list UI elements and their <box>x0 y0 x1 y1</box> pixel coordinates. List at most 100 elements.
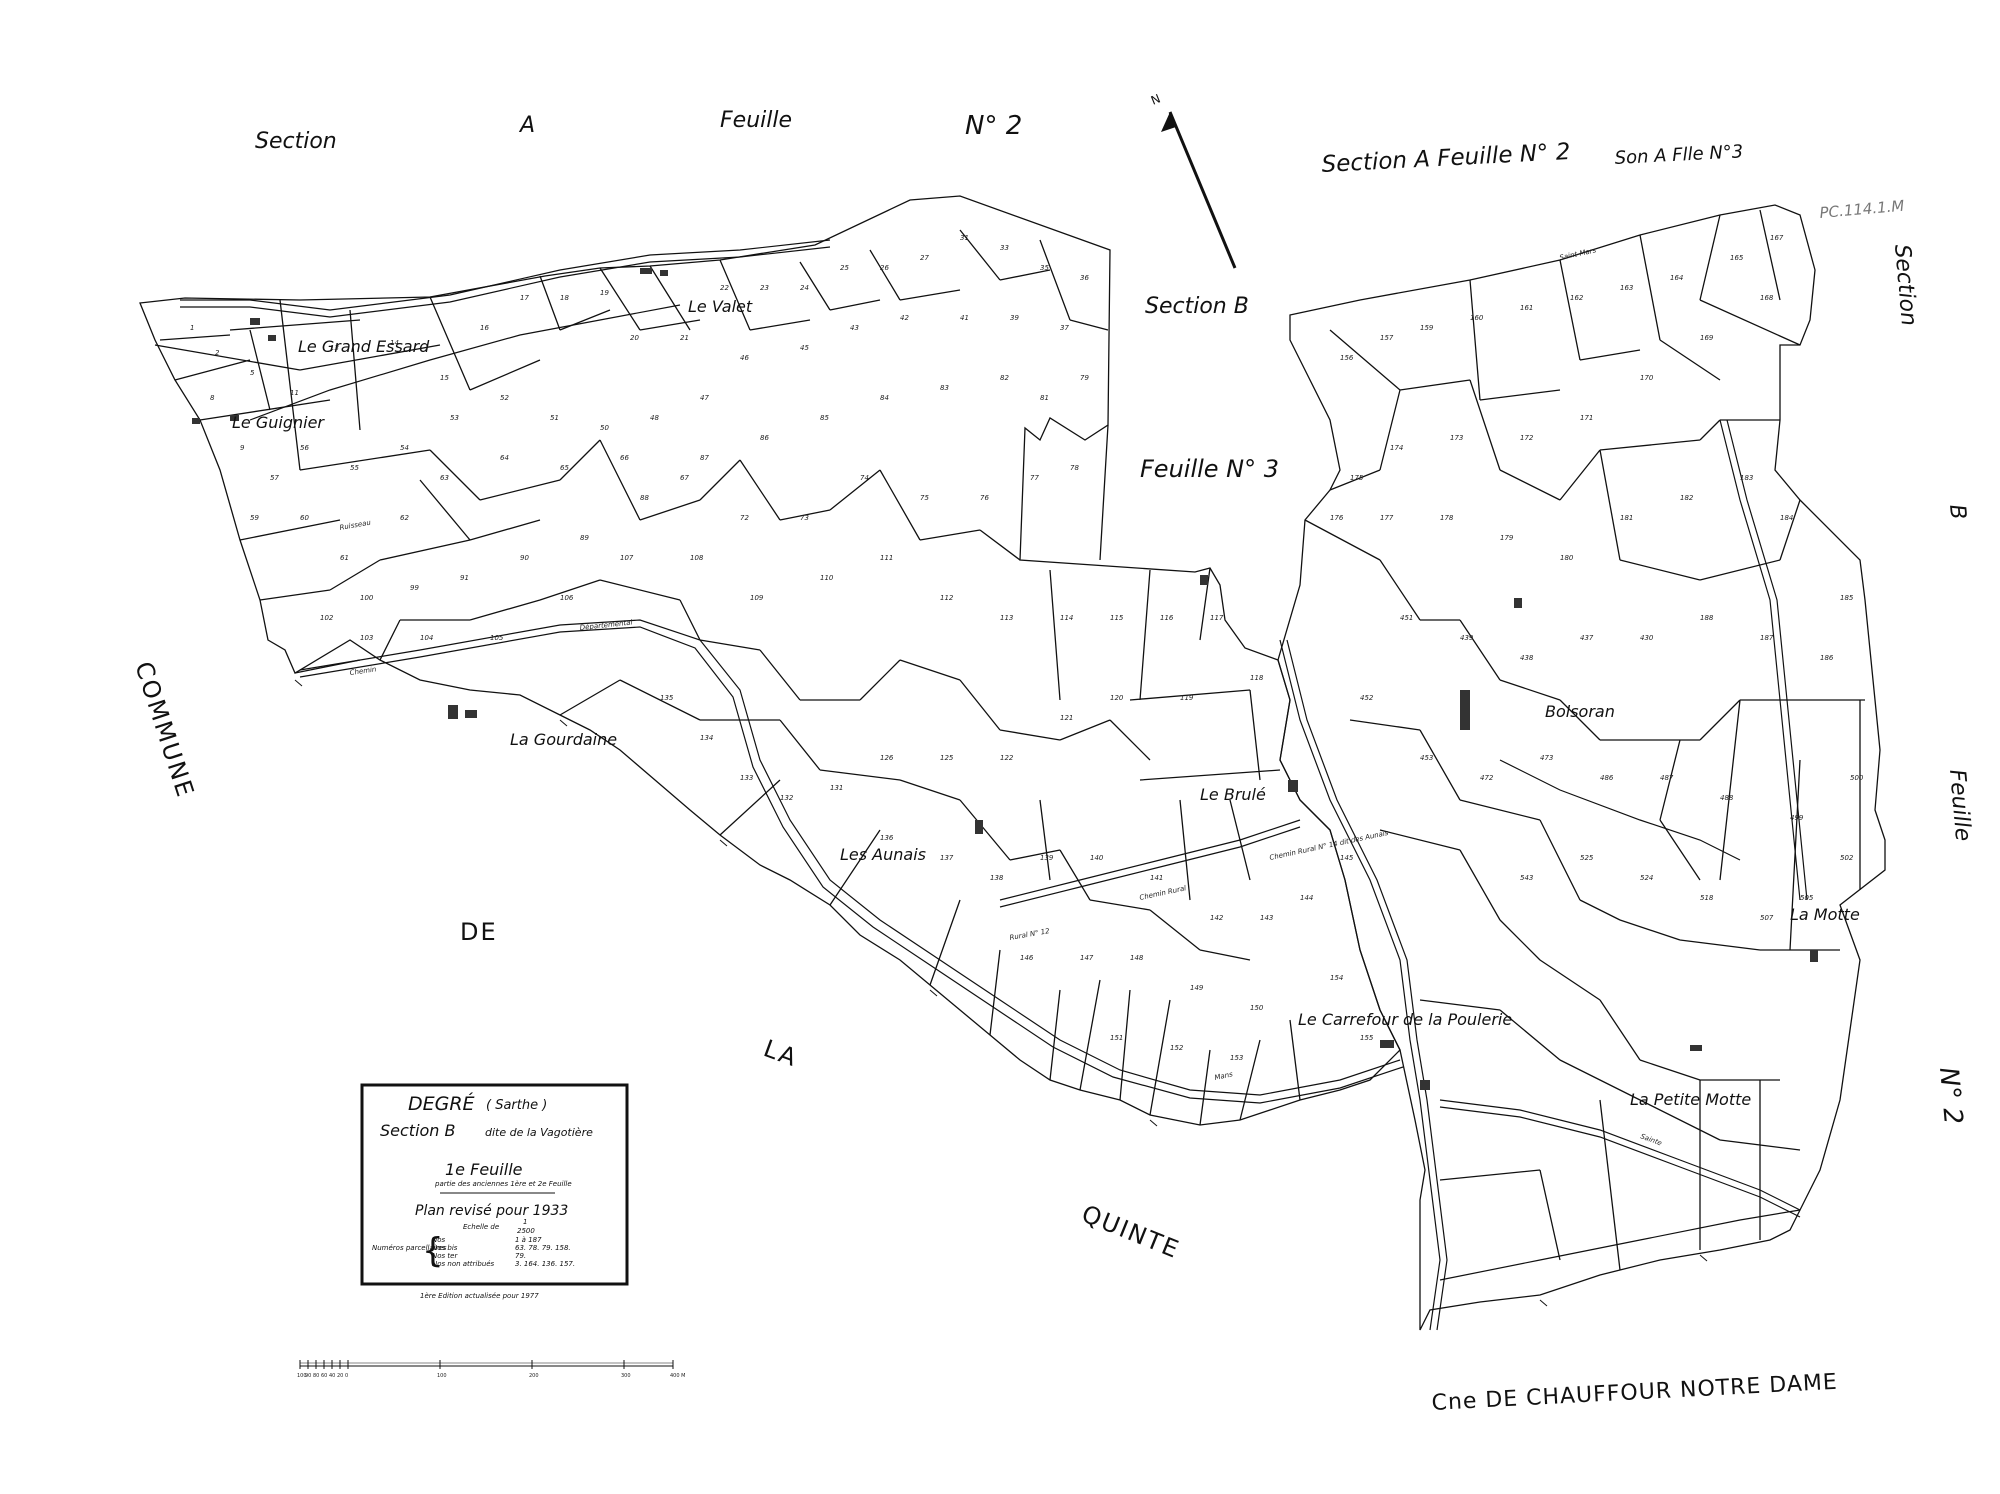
road-sainte <box>1439 1099 1801 1211</box>
parcel-number: 63 <box>440 474 449 482</box>
east-lobe-outline <box>1277 204 1886 1331</box>
parcel-number: 159 <box>1420 324 1434 332</box>
parcel-number: 502 <box>1840 854 1854 862</box>
parcel-number: 152 <box>1170 1044 1184 1052</box>
parcel-number: 75 <box>920 494 929 502</box>
parcel-number: 81 <box>1040 394 1049 402</box>
parcel-number: 65 <box>560 464 569 472</box>
parcel-number: 26 <box>880 264 889 272</box>
parcel-number: 84 <box>880 394 889 402</box>
parcel-number: 172 <box>1520 434 1534 442</box>
cartouche-frame <box>360 1083 629 1286</box>
parcel-number: 104 <box>420 634 433 642</box>
parcel-number: 59 <box>250 514 259 522</box>
place-label-aunais: Les Aunais <box>840 845 926 864</box>
cartouche-row-value: 63. 78. 79. 158. <box>515 1244 571 1252</box>
building <box>465 710 477 718</box>
parcel-number: 500 <box>1850 774 1864 782</box>
boundary-tick <box>559 719 568 727</box>
parcel-number: 73 <box>800 514 809 522</box>
right-b-label: B <box>1944 503 1970 520</box>
cartouche-row-key: Nos non attribués <box>432 1260 495 1268</box>
parcel-number: 57 <box>270 474 279 482</box>
parcel-number: 168 <box>1760 294 1774 302</box>
parcel-number: 67 <box>680 474 689 482</box>
parcel-number: 16 <box>480 324 489 332</box>
parcel-number: 473 <box>1540 754 1553 762</box>
boundary-tick <box>294 679 303 687</box>
parcel-number: 60 <box>300 514 309 522</box>
parcel-number: 18 <box>560 294 569 302</box>
place-label-petite-motte: La Petite Motte <box>1630 1090 1751 1109</box>
parcel-number: 142 <box>1210 914 1224 922</box>
right-no2-label: N° 2 <box>1933 1066 1968 1126</box>
parcel-number: 187 <box>1760 634 1774 642</box>
parcel-number: 180 <box>1560 554 1574 562</box>
parcel-number: 507 <box>1760 914 1774 922</box>
cartouche-section-sub: dite de la Vagotière <box>485 1126 593 1139</box>
parcel-number: 107 <box>620 554 634 562</box>
building <box>1200 575 1208 585</box>
cartouche: DEGRÉ ( Sarthe ) Section B dite de la Va… <box>360 1083 629 1300</box>
interior-lines-west <box>154 229 1301 1126</box>
parcel-number: 173 <box>1450 434 1463 442</box>
parcel-number: 76 <box>980 494 989 502</box>
parcel-number: 2 <box>215 349 220 357</box>
cartouche-row-key: Nos bis <box>432 1244 458 1252</box>
buildings <box>192 268 1818 1090</box>
boundary-tick <box>719 839 728 847</box>
parcel-number: 23 <box>760 284 769 292</box>
parcel-number: 118 <box>1250 674 1264 682</box>
top-no2-label: N° 2 <box>965 111 1022 141</box>
north-arrow-head <box>1161 112 1176 132</box>
building <box>1810 950 1818 962</box>
building <box>1380 1040 1394 1048</box>
parcel-number: 105 <box>490 634 504 642</box>
parcel-number: 126 <box>880 754 894 762</box>
cartouche-title: DEGRÉ <box>408 1092 475 1115</box>
cartouche-numeros: Numéros parcellaires <box>372 1244 447 1252</box>
west-lobe-outline <box>139 195 1401 1126</box>
parcel-number: 112 <box>940 594 954 602</box>
cartouche-dept: ( Sarthe ) <box>486 1098 547 1113</box>
cartouche-echelle-num: 1 <box>523 1218 527 1226</box>
parcel-number: 22 <box>720 284 729 292</box>
road-bolsoran <box>1499 759 1741 861</box>
top-feuille-label: Feuille <box>720 108 792 133</box>
boundary-tick <box>929 989 938 997</box>
parcel-number: 156 <box>1340 354 1354 362</box>
parcel-number: 43 <box>850 324 859 332</box>
parcel-number: 181 <box>1620 514 1633 522</box>
parcel-number: 1 <box>190 324 194 332</box>
parcel-number: 37 <box>1060 324 1069 332</box>
parcel-number: 11 <box>290 389 299 397</box>
building <box>1690 1045 1702 1051</box>
parcel-number: 9 <box>240 444 245 452</box>
parcel-number: 78 <box>1070 464 1079 472</box>
parcel-number: 106 <box>560 594 574 602</box>
road-ns-center <box>1279 639 1441 1331</box>
building <box>250 318 260 325</box>
road-east-northsouth <box>1719 419 1801 901</box>
roads <box>180 239 1808 1331</box>
parcel-number: 525 <box>1580 854 1594 862</box>
parcel-number: 15 <box>440 374 449 382</box>
cartouche-row-key: Nos ter <box>432 1252 458 1260</box>
parcel-number: 178 <box>1440 514 1454 522</box>
building <box>975 820 983 834</box>
parcel-number: 53 <box>450 414 459 422</box>
road-departemental <box>299 619 1401 1096</box>
parcel-number: 150 <box>1250 1004 1264 1012</box>
scale-tick-label: 300 <box>621 1373 631 1379</box>
parcel-number: 110 <box>820 574 834 582</box>
parcel-number: 472 <box>1480 774 1494 782</box>
parcel-boundaries <box>139 195 1886 1331</box>
parcel-number: 45 <box>800 344 809 352</box>
road-departemental-2 <box>299 626 1404 1104</box>
parcel-number: 131 <box>830 784 843 792</box>
place-label-bolsoran: Bolsoran <box>1545 702 1615 721</box>
parcel-number: 170 <box>1640 374 1654 382</box>
center-feuille3-label: Feuille N° 3 <box>1140 455 1279 483</box>
